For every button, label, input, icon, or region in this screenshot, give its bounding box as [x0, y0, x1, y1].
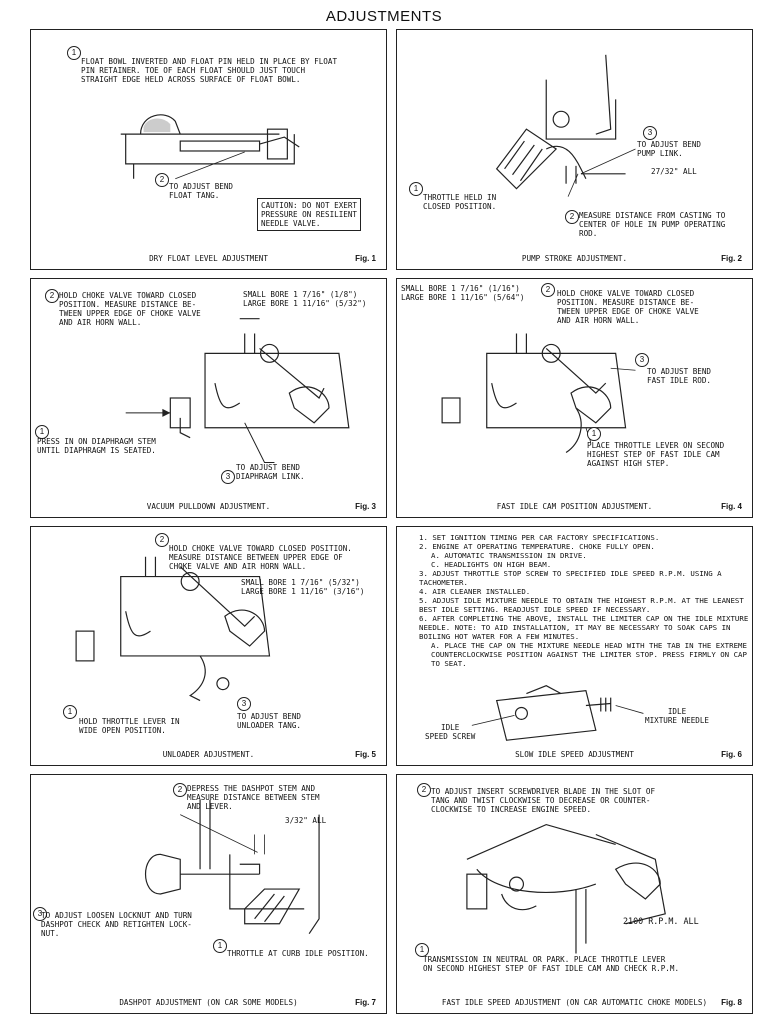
- figure-6-caption: SLOW IDLE SPEED ADJUSTMENT: [515, 750, 634, 759]
- figure-4-number: Fig. 4: [721, 502, 742, 511]
- rpm-label: 2100 R.P.M. ALL: [623, 916, 699, 926]
- figure-2-number: Fig. 2: [721, 254, 742, 263]
- slow-idle-illustration: [471, 685, 644, 741]
- figure-8-number: Fig. 8: [721, 998, 742, 1007]
- step-3-marker: 3: [643, 126, 657, 140]
- step-1-marker: 1: [63, 705, 77, 719]
- dashpot-illustration: [145, 799, 320, 934]
- step-2: 2. ENGINE AT OPERATING TEMPERATURE. CHOK…: [419, 542, 655, 551]
- step-3-marker: 3: [33, 907, 47, 921]
- place-throttle-label: PLACE THROTTLE LEVER ON SECOND HIGHEST S…: [587, 441, 725, 468]
- step-2-marker: 2: [541, 283, 555, 297]
- figure-5-panel: 2 HOLD CHOKE VALVE TOWARD CLOSED POSITIO…: [30, 526, 387, 766]
- step-3-marker: 3: [635, 353, 649, 367]
- bore-sizes-label: SMALL BORE 1 7/16" (1/16") LARGE BORE 1 …: [401, 284, 525, 302]
- step-6: 6. AFTER COMPLETING THE ABOVE, INSTALL T…: [419, 614, 749, 641]
- page-title: ADJUSTMENTS: [325, 8, 443, 25]
- float-bowl-instructions: FLOAT BOWL INVERTED AND FLOAT PIN HELD I…: [81, 57, 342, 84]
- press-diaphragm-label: PRESS IN ON DIAPHRAGM STEM UNTIL DIAPHRA…: [37, 437, 156, 455]
- figure-4-panel: SMALL BORE 1 7/16" (1/16") LARGE BORE 1 …: [396, 278, 753, 518]
- fast-idle-speed-illustration: [466, 823, 666, 954]
- figure-8-caption: FAST IDLE SPEED ADJUSTMENT (ON CAR AUTOM…: [441, 998, 708, 1007]
- throttle-closed-label: THROTTLE HELD IN CLOSED POSITION.: [423, 193, 497, 211]
- unloader-illustration: [75, 556, 271, 702]
- step-1-marker: 1: [35, 425, 49, 439]
- step-2-marker: 2: [173, 783, 187, 797]
- step-3: 3. ADJUST THROTTLE STOP SCREW TO SPECIFI…: [419, 569, 722, 587]
- pump-dimension-label: 27/32" ALL: [651, 167, 697, 176]
- idle-mixture-needle-label: IDLE MIXTURE NEEDLE: [645, 707, 710, 725]
- figure-4-caption: FAST IDLE CAM POSITION ADJUSTMENT.: [496, 502, 653, 511]
- figure-2-caption: PUMP STROKE ADJUSTMENT.: [521, 254, 628, 263]
- step-2-marker: 2: [565, 210, 579, 224]
- pump-stroke-illustration: [495, 54, 636, 197]
- hold-choke-label: HOLD CHOKE VALVE TOWARD CLOSED POSITION.…: [557, 289, 699, 325]
- throttle-curb-idle-label: THROTTLE AT CURB IDLE POSITION.: [227, 949, 369, 958]
- step-1-marker: 1: [409, 182, 423, 196]
- idle-speed-screw-label: IDLE SPEED SCREW: [425, 723, 476, 741]
- bend-float-tang-label: TO ADJUST BEND FLOAT TANG.: [169, 182, 234, 200]
- figure-6-number: Fig. 6: [721, 750, 742, 759]
- bend-diaphragm-link-label: TO ADJUST BEND DIAPHRAGM LINK.: [236, 463, 305, 481]
- figure-7-panel: 2 DEPRESS THE DASHPOT STEM AND MEASURE D…: [30, 774, 387, 1014]
- step-1-marker: 1: [67, 46, 81, 60]
- step-2c: C. HEADLIGHTS ON HIGH BEAM.: [431, 560, 552, 569]
- figure-5-caption: UNLOADER ADJUSTMENT.: [162, 750, 255, 759]
- figure-3-caption: VACUUM PULLDOWN ADJUSTMENT.: [146, 502, 271, 511]
- figure-3-number: Fig. 3: [355, 502, 376, 511]
- step-5: 5. ADJUST IDLE MIXTURE NEEDLE TO OBTAIN …: [419, 596, 744, 614]
- step-4: 4. AIR CLEANER INSTALLED.: [419, 587, 531, 596]
- step-2-marker: 2: [45, 289, 59, 303]
- figure-8-panel: 2 TO ADJUST INSERT SCREWDRIVER BLADE IN …: [396, 774, 753, 1014]
- figure-1-number: Fig. 1: [355, 254, 376, 263]
- step-1: 1. SET IGNITION TIMING PER CAR FACTORY S…: [419, 533, 660, 542]
- vacuum-pulldown-illustration: [125, 318, 350, 463]
- step-2-marker: 2: [155, 533, 169, 547]
- caution-box: CAUTION: DO NOT EXERT PRESSURE ON RESILI…: [257, 198, 362, 231]
- depress-dashpot-label: DEPRESS THE DASHPOT STEM AND MEASURE DIS…: [187, 784, 320, 811]
- step-6a: A. PLACE THE CAP ON THE MIXTURE NEEDLE H…: [431, 641, 747, 668]
- fast-idle-cam-illustration: [441, 333, 636, 454]
- step-1-marker: 1: [587, 427, 601, 441]
- float-level-illustration: [120, 114, 300, 180]
- loosen-locknut-label: TO ADJUST LOOSEN LOCKNUT AND TURN DASHPO…: [41, 911, 192, 938]
- step-1-marker: 1: [213, 939, 227, 953]
- step-2a: A. AUTOMATIC TRANSMISSION IN DRIVE.: [431, 551, 587, 560]
- dashpot-dimension-label: 3/32" ALL: [285, 816, 327, 825]
- figure-2-panel: 3 TO ADJUST BEND PUMP LINK. 27/32" ALL 1…: [396, 29, 753, 270]
- bend-fast-idle-rod-label: TO ADJUST BEND FAST IDLE ROD.: [647, 367, 712, 385]
- hold-choke-label: HOLD CHOKE VALVE TOWARD CLOSED POSITION.…: [59, 291, 201, 327]
- insert-screwdriver-label: TO ADJUST INSERT SCREWDRIVER BLADE IN TH…: [431, 787, 656, 814]
- bend-unloader-tang-label: TO ADJUST BEND UNLOADER TANG.: [237, 712, 302, 730]
- measure-distance-label: MEASURE DISTANCE FROM CASTING TO CENTER …: [579, 211, 726, 238]
- step-2-marker: 2: [155, 173, 169, 187]
- transmission-instructions-label: TRANSMISSION IN NEUTRAL OR PARK. PLACE T…: [423, 955, 680, 973]
- figure-1-caption: DRY FLOAT LEVEL ADJUSTMENT: [149, 254, 268, 263]
- step-3-marker: 3: [221, 470, 235, 484]
- bore-sizes-label: SMALL BORE 1 7/16" (5/32") LARGE BORE 1 …: [241, 578, 365, 596]
- slow-idle-steps: 1. SET IGNITION TIMING PER CAR FACTORY S…: [419, 533, 749, 668]
- figure-3-panel: 2 HOLD CHOKE VALVE TOWARD CLOSED POSITIO…: [30, 278, 387, 518]
- figure-1-panel: 1 FLOAT BOWL INVERTED AND FLOAT PIN HELD…: [30, 29, 387, 270]
- figure-5-number: Fig. 5: [355, 750, 376, 759]
- step-3-marker: 3: [237, 697, 251, 711]
- step-2-marker: 2: [417, 783, 431, 797]
- figure-7-number: Fig. 7: [355, 998, 376, 1007]
- bore-sizes-label: SMALL BORE 1 7/16" (1/8") LARGE BORE 1 1…: [243, 290, 367, 308]
- hold-throttle-label: HOLD THROTTLE LEVER IN WIDE OPEN POSITIO…: [79, 717, 180, 735]
- figure-7-caption: DASHPOT ADJUSTMENT (ON CAR SOME MODELS): [119, 998, 298, 1007]
- step-1-marker: 1: [415, 943, 429, 957]
- figure-6-panel: 1. SET IGNITION TIMING PER CAR FACTORY S…: [396, 526, 753, 766]
- hold-choke-label: HOLD CHOKE VALVE TOWARD CLOSED POSITION.…: [169, 544, 352, 571]
- bend-pump-link-label: TO ADJUST BEND PUMP LINK.: [637, 140, 702, 158]
